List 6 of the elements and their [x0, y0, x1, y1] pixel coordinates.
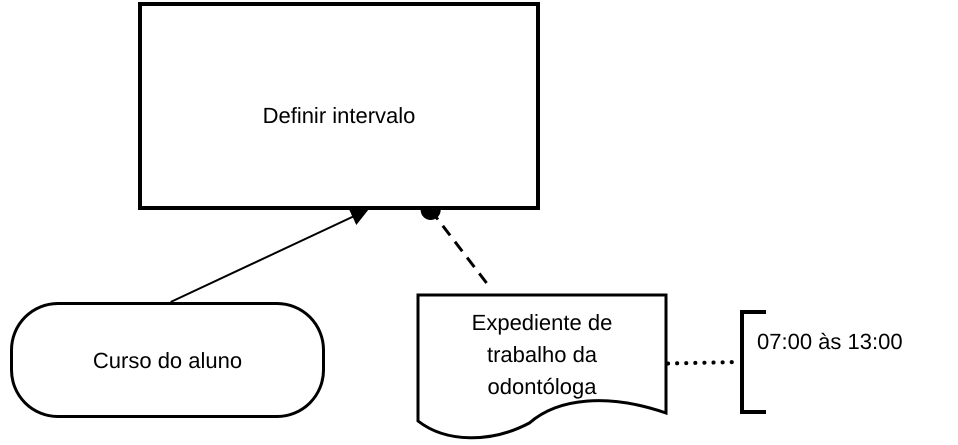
node-text: Curso do aluno — [92, 346, 242, 374]
process-box — [138, 2, 540, 210]
node-text: Expediente de trabalho da odontóloga — [470, 309, 614, 401]
annotation-text: 07:00 às 13:00 — [757, 329, 903, 354]
node-text: Definir intervalo — [262, 102, 416, 130]
arrow — [170, 208, 369, 303]
